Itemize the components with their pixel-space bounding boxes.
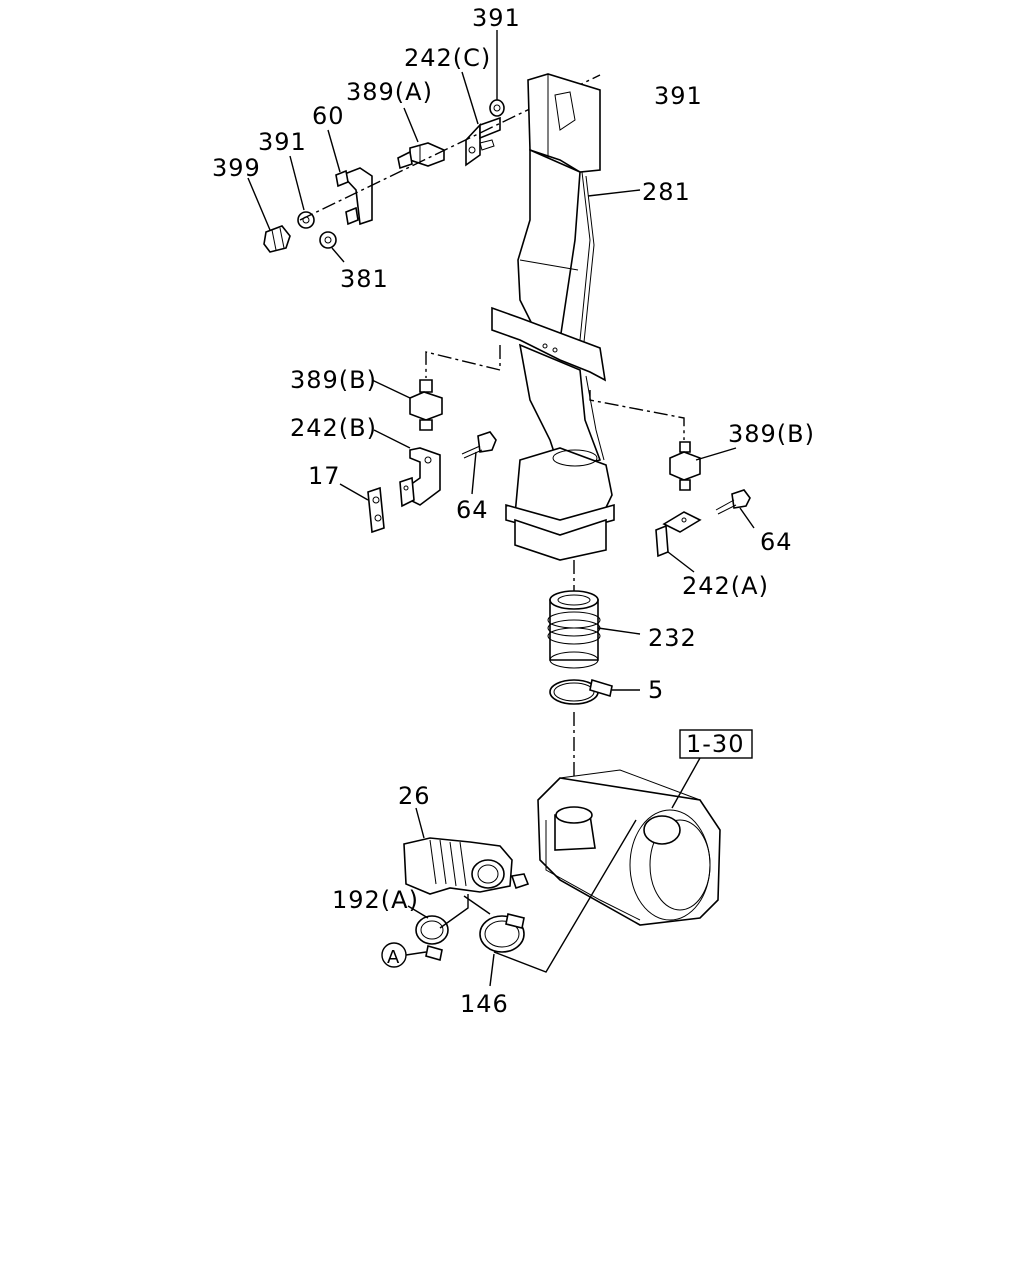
- clamp-192a-part: [415, 915, 449, 962]
- clamp-146-part: [479, 913, 525, 953]
- callout-242c: 242(C): [404, 44, 491, 72]
- duct-281-part: [491, 73, 615, 561]
- callout-389a: 389(A): [346, 78, 433, 106]
- cap-399-part: [263, 225, 291, 253]
- callout-60: 60: [312, 102, 345, 130]
- bracket-242a-part: [655, 511, 702, 558]
- callout-281: 281: [642, 178, 691, 206]
- bolt-64-left-part: [461, 431, 497, 459]
- callout-242b: 242(B): [290, 414, 377, 442]
- bellows-232-part: [547, 590, 601, 669]
- callout-5: 5: [648, 676, 664, 704]
- clamp-5-part: [549, 678, 613, 705]
- callout-64-right: 64: [760, 528, 793, 556]
- callout-17: 17: [308, 462, 341, 490]
- callout-391-top: 391: [472, 4, 521, 32]
- callout-64-left: 64: [456, 496, 489, 524]
- nut-381-part: [319, 231, 337, 249]
- mount-389a-part: [397, 142, 445, 170]
- nut-391-top-part: [489, 99, 505, 117]
- bracket-17-part: [367, 486, 385, 534]
- callout-391-left: 391: [258, 128, 307, 156]
- air-cleaner-1-30-part: [537, 769, 721, 926]
- hose-26-part: [403, 837, 530, 895]
- callout-26: 26: [398, 782, 431, 810]
- mount-389b-right-part: [669, 441, 701, 491]
- callout-242a: 242(A): [682, 572, 769, 600]
- callout-399: 399: [212, 154, 261, 182]
- callout-192a: 192(A): [332, 886, 419, 914]
- bracket-242c-part: [465, 116, 501, 167]
- bracket-60-part: [335, 167, 373, 226]
- bracket-242b-part: [399, 447, 441, 508]
- callout-232: 232: [648, 624, 697, 652]
- bolt-64-right-part: [715, 489, 751, 515]
- callout-a: A: [387, 947, 400, 968]
- callout-389b-left: 389(B): [290, 366, 377, 394]
- callout-1-30: 1-30: [686, 730, 744, 758]
- callout-391-right: 391: [654, 82, 703, 110]
- mount-389b-left-part: [409, 379, 443, 431]
- callout-389b-right: 389(B): [728, 420, 815, 448]
- callout-146: 146: [460, 990, 509, 1018]
- callout-381: 381: [340, 265, 389, 293]
